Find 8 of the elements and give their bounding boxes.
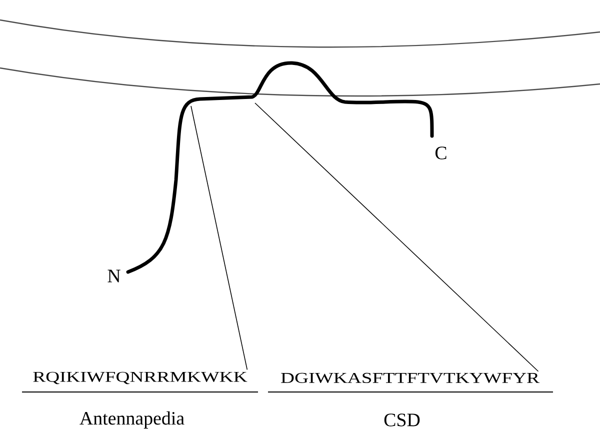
terminus-label: N bbox=[108, 270, 120, 282]
sequence-text: RQIKIWFQNRRMKWKK bbox=[33, 372, 248, 384]
region-label: Antennapedia bbox=[80, 411, 184, 429]
leader-line bbox=[190, 106, 248, 370]
terminus-label: C bbox=[435, 146, 446, 160]
leader-line bbox=[254, 102, 539, 372]
sequence-text: DGIWKASFTTFTVTKYWFYR bbox=[281, 372, 540, 384]
region-label: CSD bbox=[384, 414, 420, 426]
